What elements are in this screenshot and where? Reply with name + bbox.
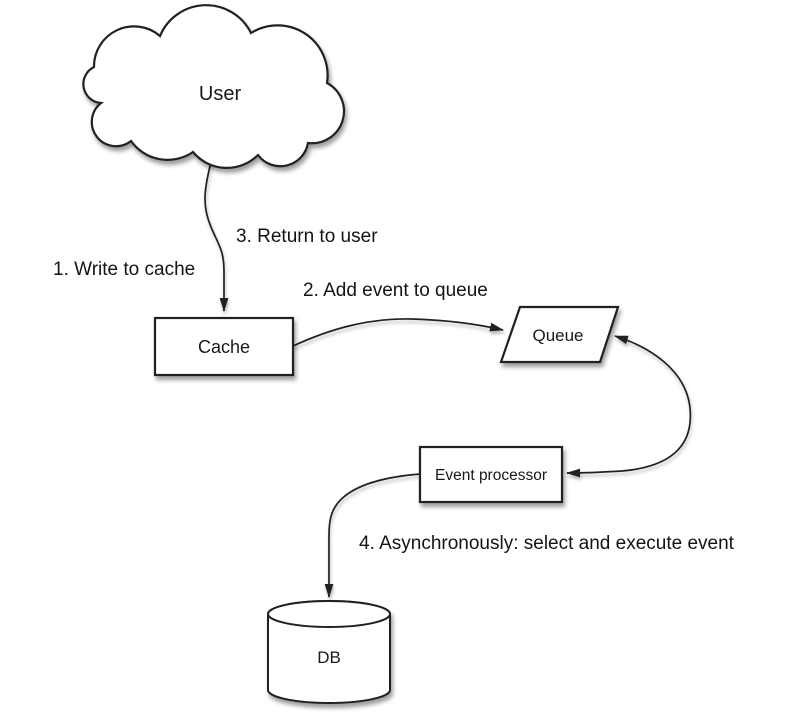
- flow-label-return-to-user: 3. Return to user: [236, 226, 378, 247]
- event-processor-node-label: Event processor: [435, 467, 547, 484]
- user-node-label: User: [199, 83, 242, 105]
- edge-event-processor-to-db: [324, 473, 421, 598]
- user-cloud-shape: [82, 4, 346, 169]
- flow-label-write-to-cache: 1. Write to cache: [53, 259, 196, 280]
- flow-label-async-select-execute: 4. Asynchronously: select and execute ev…: [359, 533, 734, 554]
- nodes-group: [82, 4, 620, 704]
- cache-node-label: Cache: [198, 337, 250, 357]
- flow-label-add-event-to-queue: 2. Add event to queue: [303, 280, 488, 301]
- queue-parallelogram: [499, 305, 620, 364]
- event-processor-box: [418, 445, 564, 504]
- node-labels-group: User Cache Queue Event processor DB: [198, 83, 584, 667]
- db-node-label: DB: [317, 648, 341, 667]
- edge-user-to-cache: [204, 161, 229, 312]
- queue-node-label: Queue: [532, 326, 583, 345]
- edge-queue-event-processor-loop: [566, 335, 692, 478]
- db-cylinder-top: [267, 600, 391, 628]
- edges-group: [204, 161, 692, 598]
- db-cylinder: [267, 600, 391, 704]
- cache-box: [153, 316, 295, 377]
- edge-cache-to-queue: [292, 318, 504, 347]
